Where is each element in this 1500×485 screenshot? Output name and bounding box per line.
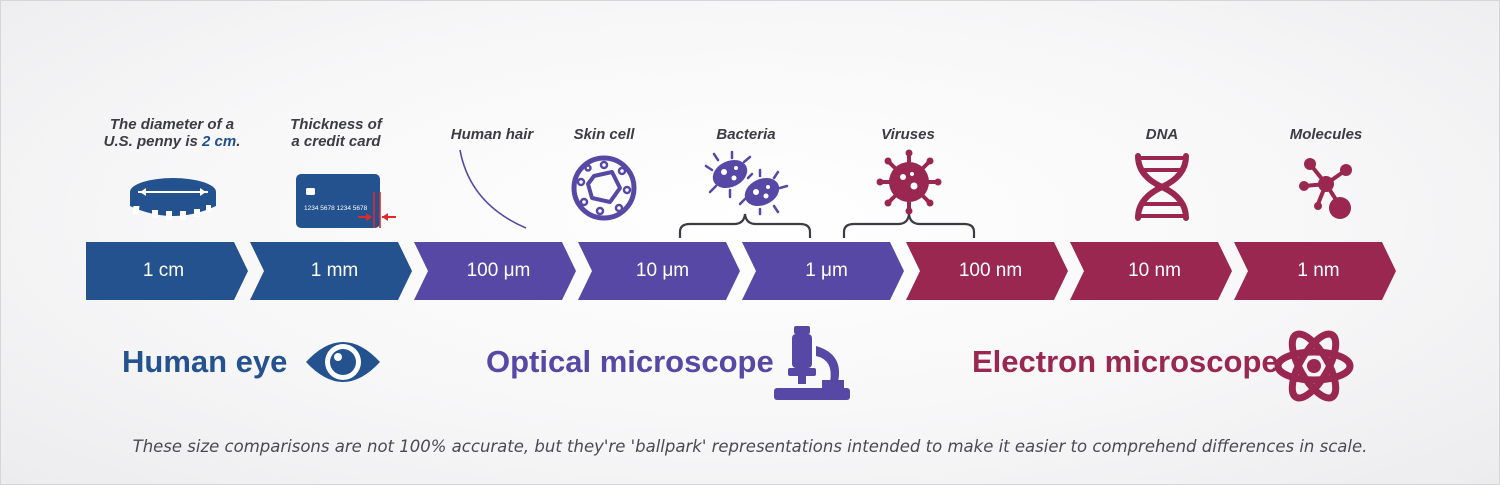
viruses-label: Viruses [881, 126, 935, 143]
atom-icon [1274, 330, 1354, 402]
scale-segment-label: 1 nm [1297, 260, 1340, 281]
dna-label: DNA [1145, 126, 1179, 143]
molecule-icon [1299, 158, 1352, 219]
cell-icon [571, 155, 637, 221]
credit-card-label: Thickness of a credit card [290, 116, 382, 150]
scale-segment-label: 100 μm [466, 260, 531, 281]
penny-label-prefix: U.S. penny is [103, 133, 202, 150]
scale-segment-label: 1 mm [310, 260, 359, 281]
molecules-label: Molecules [1289, 126, 1363, 143]
bacteria-icon [704, 150, 789, 216]
dna-icon [1135, 153, 1189, 221]
scale-segment-label: 10 μm [635, 260, 690, 281]
scale-segment [578, 242, 740, 300]
eye-icon [306, 342, 380, 382]
hair-strand-icon [459, 149, 527, 229]
coin-icon [130, 178, 216, 220]
scale-segment [1070, 242, 1232, 300]
scale-segment [906, 242, 1068, 300]
virus-icon [876, 149, 942, 215]
scale-segment [250, 242, 412, 300]
footnote: These size comparisons are not 100% accu… [132, 437, 1368, 456]
penny-label: The diameter of a U.S. penny is 2 cm. [104, 116, 241, 150]
bacteria-label: Bacteria [716, 126, 776, 143]
penny-label-line1: The diameter of a [109, 116, 235, 133]
penny-diameter-value: 2 cm [201, 133, 237, 150]
scale-segment-label: 1 cm [142, 260, 185, 281]
optical-microscope-label: Optical microscope [486, 344, 774, 379]
penny-label-line2: U.S. penny is 2 cm. [104, 133, 241, 150]
scale-segment [414, 242, 576, 300]
scale-bar [86, 242, 1396, 300]
hair-label: Human hair [450, 126, 534, 143]
scale-segment [1234, 242, 1396, 300]
scale-segment-label: 1 μm [805, 260, 848, 281]
skin-cell-label: Skin cell [573, 126, 635, 143]
credit-card-label-line2: a credit card [291, 133, 381, 150]
credit-card-label-line1: Thickness of [290, 116, 382, 133]
scale-segment [742, 242, 904, 300]
human-eye-label: Human eye [122, 344, 288, 379]
virus-size-bracket [842, 213, 976, 238]
microscope-icon [774, 326, 850, 400]
card-number-text: 1234 5678 1234 5678 [304, 205, 368, 212]
credit-card-icon: 1234 5678 1234 5678 [296, 174, 396, 228]
bacteria-size-bracket [678, 213, 812, 238]
scale-segment-label: 10 nm [1128, 260, 1181, 281]
scale-segment [86, 242, 248, 300]
penny-label-suffix: . [236, 133, 241, 150]
electron-microscope-label: Electron microscope [972, 344, 1279, 379]
scale-segment-label: 100 nm [958, 260, 1023, 281]
